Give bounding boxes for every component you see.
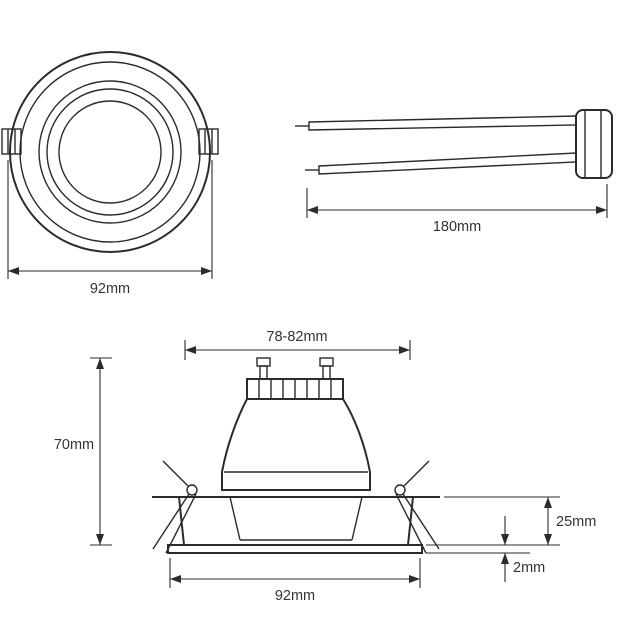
outer-diameter-label: 92mm (275, 588, 315, 604)
trim-housing (152, 496, 440, 554)
cutout-dimension: 78-82mm (184, 329, 411, 360)
wire-bottom (305, 152, 577, 175)
front-diameter-dimension: 92mm (7, 160, 213, 297)
spring-clip-left (1, 128, 22, 155)
bezel-inner-circle (46, 88, 174, 216)
trim-outer-circle (9, 51, 211, 253)
trim-ring-circle (19, 61, 201, 243)
height-label: 70mm (54, 437, 94, 453)
trim-flange (167, 544, 423, 554)
lamp-pin-right (319, 357, 334, 380)
front-diameter-label: 92mm (90, 281, 130, 297)
outer-diameter-dimension: 92mm (169, 558, 421, 604)
flange-thickness-dimension: 2mm (426, 516, 545, 582)
recess-depth-label: 25mm (556, 514, 596, 530)
section-view: 78-82mm 70mm 25mm 2mm (54, 329, 596, 604)
recess-depth-dimension: 25mm (426, 496, 596, 546)
torsion-spring-left (152, 460, 198, 554)
cable-length-dimension: 180mm (306, 184, 608, 235)
lamp-holder-connector (575, 109, 613, 179)
cable-length-label: 180mm (433, 219, 481, 235)
height-dimension: 70mm (54, 357, 112, 546)
lamp-reflector (221, 398, 371, 491)
torsion-spring-right (394, 460, 440, 554)
cutout-label: 78-82mm (266, 329, 327, 345)
lens-circle (58, 100, 162, 204)
lamp-pin-left (256, 357, 271, 380)
front-view: 92mm (1, 51, 219, 297)
lamp-base (246, 378, 344, 400)
bezel-outer-circle (38, 80, 182, 224)
cable-view: 180mm (295, 109, 613, 235)
wire-top (295, 115, 577, 131)
spring-clip-right (198, 128, 219, 155)
flange-thickness-label: 2mm (513, 560, 545, 576)
